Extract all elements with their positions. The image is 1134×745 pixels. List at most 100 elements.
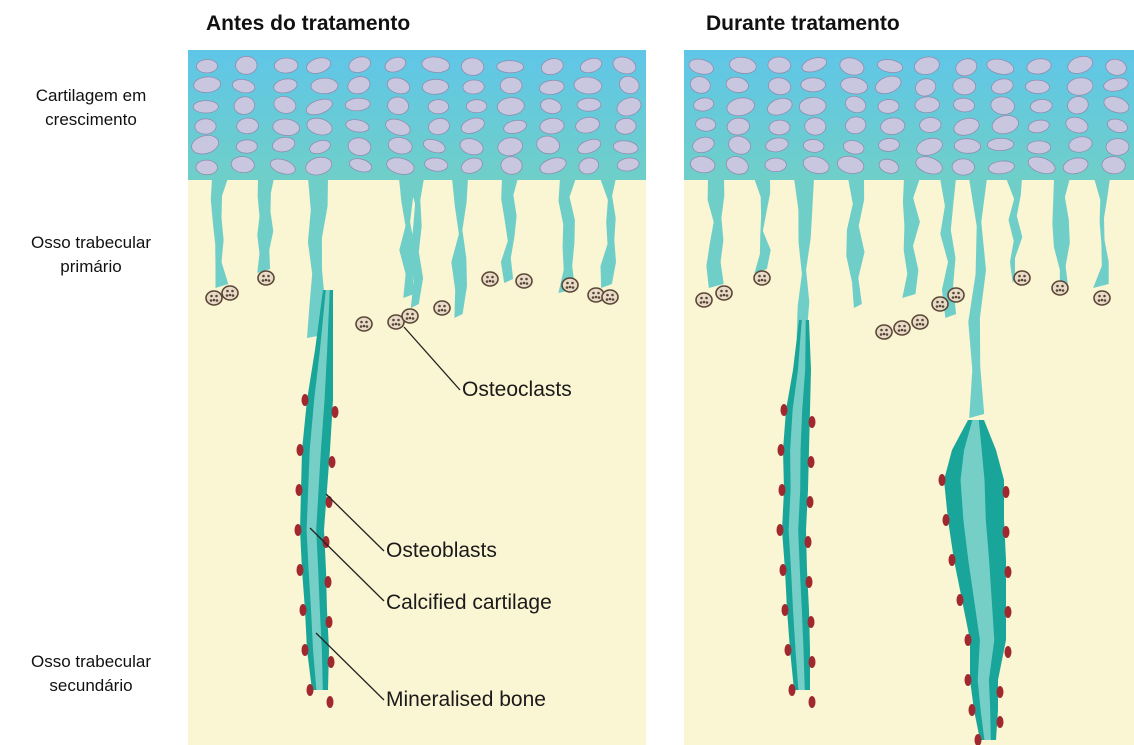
osteoclast-nucleus [525,278,528,281]
osteoclast-nucleus [1024,279,1027,282]
osteoclast-nucleus [210,299,213,302]
osteoclast-nucleus [229,294,232,297]
osteoclast-nucleus [438,309,441,312]
osteoclast-nucleus [880,333,883,336]
osteoclast-cell [876,325,892,339]
osteoclast-nucleus [611,294,614,297]
osteoclast-cell [696,293,712,307]
osteoclast-nucleus [409,317,412,320]
osteoclast-body [222,286,238,300]
osteoclast-cell [716,286,732,300]
osteoclast-cell [754,271,770,285]
osteoclast-nucleus [901,329,904,332]
osteoblast-cell [943,514,950,526]
osteoclast-nucleus [226,294,229,297]
osteoclast-body [696,293,712,307]
osteoclast-nucleus [411,313,414,316]
osteoclast-body [356,317,372,331]
osteoblast-cell [326,496,333,508]
osteoclast-nucleus [726,294,729,297]
osteoclast-nucleus [885,329,888,332]
osteoblast-cell [781,404,788,416]
osteoclast-nucleus [215,295,218,298]
osteoblast-cell [809,656,816,668]
osteoclast-body [948,288,964,302]
osteoclast-nucleus [1023,275,1026,278]
osteoclast-nucleus [941,301,944,304]
chondrocyte [987,138,1014,151]
osteoclast-nucleus [268,279,271,282]
label-secondary-trabecular-bone: Osso trabecular secundário [0,650,182,698]
osteoclast-nucleus [441,309,444,312]
osteoclast-nucleus [898,329,901,332]
osteoclast-nucleus [1059,289,1062,292]
osteoclast-nucleus [491,276,494,279]
osteoclast-nucleus [398,323,401,326]
chondrocyte [193,101,218,113]
osteoblast-cell [997,686,1004,698]
callout-calcified-cartilage: Calcified cartilage [386,591,552,615]
panel-during-treatment [684,50,1134,745]
chondrocyte [466,100,487,113]
osteoclast-nucleus [1018,275,1021,278]
osteoblast-cell [808,456,815,468]
chondrocyte [235,56,257,75]
osteoclast-nucleus [598,296,601,299]
chondrocyte [196,160,218,175]
osteoclast-nucleus [213,299,216,302]
osteoclast-nucleus [262,275,265,278]
osteoclast-nucleus [936,305,939,308]
osteoblast-cell [806,576,813,588]
osteoclast-nucleus [952,292,955,295]
osteoblast-cell [1003,486,1010,498]
osteoclast-nucleus [489,280,492,283]
osteoclast-body [1052,281,1068,295]
osteoclast-nucleus [1098,295,1101,298]
osteoclast-nucleus [443,305,446,308]
osteoclast-nucleus [761,279,764,282]
osteoclast-nucleus [886,333,889,336]
osteoclast-nucleus [406,317,409,320]
chondrocyte [952,159,975,176]
chondrocyte [196,59,217,73]
osteoblast-cell [297,564,304,576]
osteoblast-cell [329,456,336,468]
osteoblast-cell [325,576,332,588]
osteoclast-nucleus [609,298,612,301]
osteoclast-nucleus [955,296,958,299]
callout-mineralised-bone: Mineralised bone [386,688,546,712]
chondrocyte [1106,138,1130,156]
osteoclast-nucleus [412,317,415,320]
osteoclast-body [434,301,450,315]
osteoclast-nucleus [226,290,229,293]
osteoblast-cell [323,536,330,548]
osteoclast-body [516,274,532,288]
osteoclast-nucleus [723,294,726,297]
chondrocyte [236,139,257,153]
osteoclast-nucleus [1056,285,1059,288]
osteoblast-cell [1005,606,1012,618]
osteoblast-cell [785,644,792,656]
osteoclast-cell [434,301,450,315]
osteoclast-cell [402,309,418,323]
osteoblast-cell [969,704,976,716]
osteoclast-body [402,309,418,323]
osteoclast-nucleus [606,298,609,301]
osteoclast-nucleus [764,279,767,282]
osteoclast-nucleus [210,295,213,298]
label-growing-cartilage-line1: Cartilagem em [0,84,182,108]
chondrocyte [500,77,522,93]
osteoclast-nucleus [392,323,395,326]
osteoclast-nucleus [492,280,495,283]
osteoblast-cell [777,524,784,536]
osteoblast-cell [1005,566,1012,578]
osteoblast-cell [328,656,335,668]
osteoclast-nucleus [520,278,523,281]
label-primary-line1: Osso trabecular [0,231,182,255]
osteoclast-body [912,315,928,329]
osteoclast-cell [222,286,238,300]
osteoblast-cell [949,554,956,566]
osteoclast-nucleus [595,296,598,299]
osteoclast-nucleus [523,282,526,285]
osteoblast-cell [780,564,787,576]
